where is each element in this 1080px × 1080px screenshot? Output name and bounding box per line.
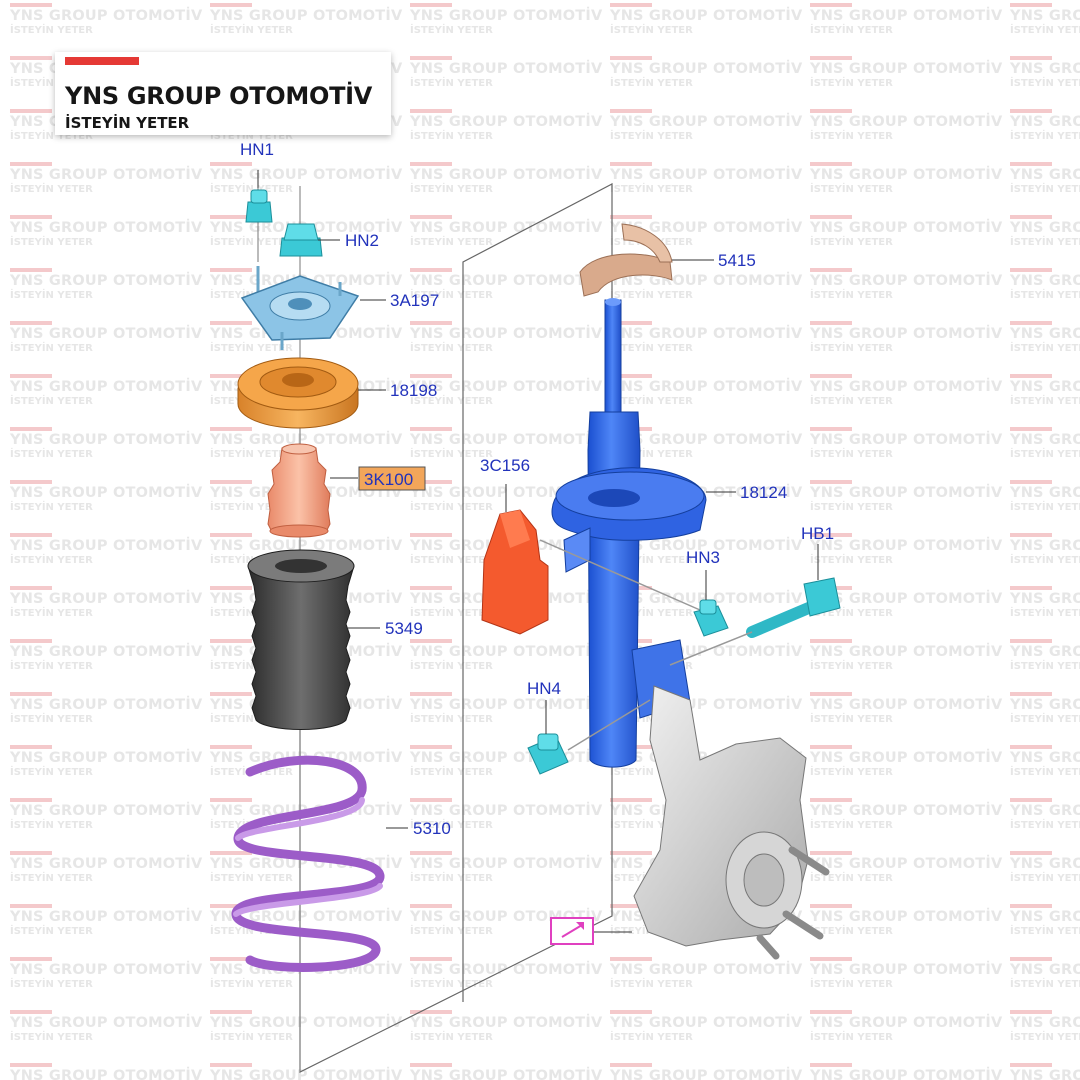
label-hn1: HN1 bbox=[240, 140, 274, 159]
hn1-nut-part bbox=[245, 189, 273, 223]
label-hn3: HN3 bbox=[686, 548, 720, 567]
coil-spring-part bbox=[231, 755, 385, 972]
label-18198: 18198 bbox=[390, 381, 437, 400]
hn4-nut-part bbox=[527, 699, 651, 775]
bump-stop-part bbox=[267, 443, 331, 538]
brand-name: YNS GROUP OTOMOTİV bbox=[65, 82, 373, 110]
label-3k100: 3K100 bbox=[364, 470, 413, 489]
bracket-part bbox=[481, 509, 549, 635]
label-hn4: HN4 bbox=[527, 679, 561, 698]
steering-knuckle-part bbox=[633, 685, 830, 960]
label-hb1: HB1 bbox=[801, 524, 834, 543]
hn2-nut-part bbox=[279, 223, 323, 257]
brand-accent-bar bbox=[65, 57, 139, 65]
hn3-nut-part bbox=[693, 599, 729, 637]
label-5349: 5349 bbox=[385, 619, 423, 638]
spring-seat-part bbox=[579, 223, 673, 297]
external-reference-icon[interactable] bbox=[550, 917, 594, 945]
label-3c156: 3C156 bbox=[480, 456, 530, 475]
highlight-box-3k100 bbox=[358, 466, 426, 491]
strut-bearing-part bbox=[237, 357, 359, 429]
dust-boot-part bbox=[247, 549, 355, 730]
bracket-guide-line bbox=[539, 539, 701, 611]
brand-logo-card: YNS GROUP OTOMOTİV İSTEYİN YETER bbox=[55, 52, 391, 135]
upper-mount-part bbox=[240, 266, 360, 350]
hb1-bolt-part bbox=[669, 577, 841, 666]
label-5415: 5415 bbox=[718, 251, 756, 270]
shock-absorber-strut-part bbox=[551, 298, 707, 768]
label-hn2: HN2 bbox=[345, 231, 379, 250]
leader-lines bbox=[257, 170, 819, 933]
brand-tagline: İSTEYİN YETER bbox=[65, 114, 190, 132]
label-3a197: 3A197 bbox=[390, 291, 439, 310]
label-5310: 5310 bbox=[413, 819, 451, 838]
label-18124: 18124 bbox=[740, 483, 787, 502]
callout-labels: HN1 HN2 3A197 18198 3K100 5349 5310 5415… bbox=[240, 140, 834, 838]
